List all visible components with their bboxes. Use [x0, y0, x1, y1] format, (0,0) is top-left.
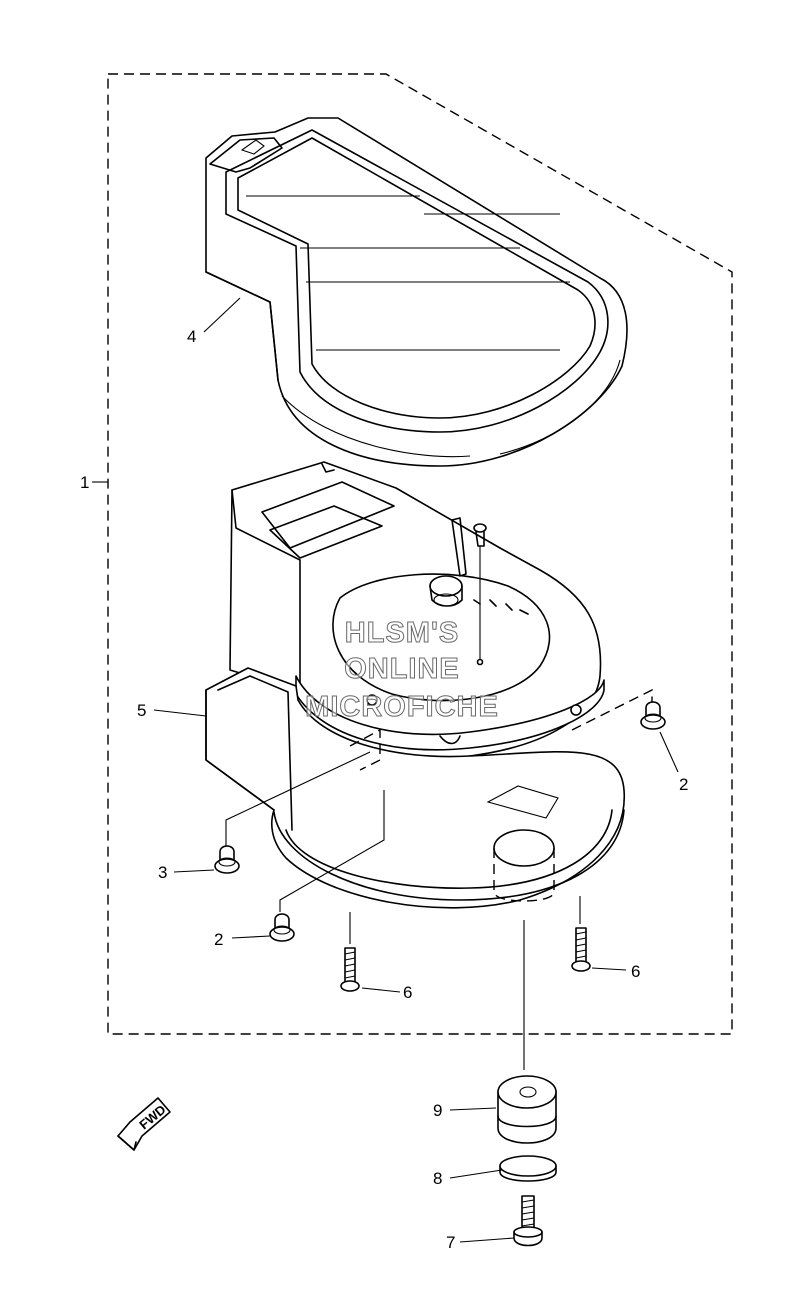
alignment-line — [225, 751, 371, 852]
leader-line — [361, 987, 401, 993]
meter-cover-icon[interactable] — [205, 117, 628, 467]
watermark: HLSM'S ONLINE MICROFICHE — [305, 617, 499, 724]
damper-icon[interactable] — [497, 1075, 557, 1144]
assembly-boundary — [107, 73, 733, 1035]
screw-icon — [473, 523, 487, 547]
callout-6-right: 6 — [631, 962, 640, 981]
fwd-arrow-icon: FWD — [117, 1097, 171, 1151]
screw-icon[interactable] — [340, 947, 360, 992]
watermark-line-1: HLSM'S — [345, 617, 459, 649]
callout-2-right: 2 — [679, 775, 688, 794]
screw-icon[interactable] — [571, 927, 591, 972]
callout-7: 7 — [446, 1233, 455, 1252]
callout-8: 8 — [433, 1169, 442, 1188]
alignment-line — [279, 790, 385, 912]
callout-1: 1 — [80, 473, 89, 492]
leader-line — [459, 1237, 515, 1243]
callout-5: 5 — [137, 701, 146, 720]
leader-line — [173, 869, 215, 873]
grommet-icon[interactable] — [214, 845, 240, 874]
leader-line — [659, 731, 679, 773]
callout-2-left: 2 — [214, 930, 223, 949]
watermark-line-3: MICROFICHE — [305, 691, 499, 723]
leader-line — [449, 1169, 503, 1179]
grommet-icon[interactable] — [269, 913, 295, 942]
callout-9: 9 — [433, 1101, 442, 1120]
collar-icon[interactable] — [499, 1155, 557, 1182]
callout-6-left: 6 — [403, 983, 412, 1002]
callout-4: 4 — [187, 327, 196, 346]
callout-3: 3 — [158, 863, 167, 882]
location-line — [349, 728, 381, 771]
leader-line — [203, 297, 241, 333]
leader-line — [449, 1107, 497, 1111]
leader-line — [153, 709, 207, 717]
watermark-line-2: ONLINE — [344, 653, 460, 685]
leader-line — [591, 967, 627, 971]
meter-assembly-icon[interactable] — [229, 461, 605, 786]
grommet-icon[interactable] — [640, 701, 666, 730]
meter-case-icon[interactable] — [205, 667, 625, 909]
leader-line — [231, 935, 271, 939]
bolt-icon[interactable] — [513, 1195, 543, 1247]
